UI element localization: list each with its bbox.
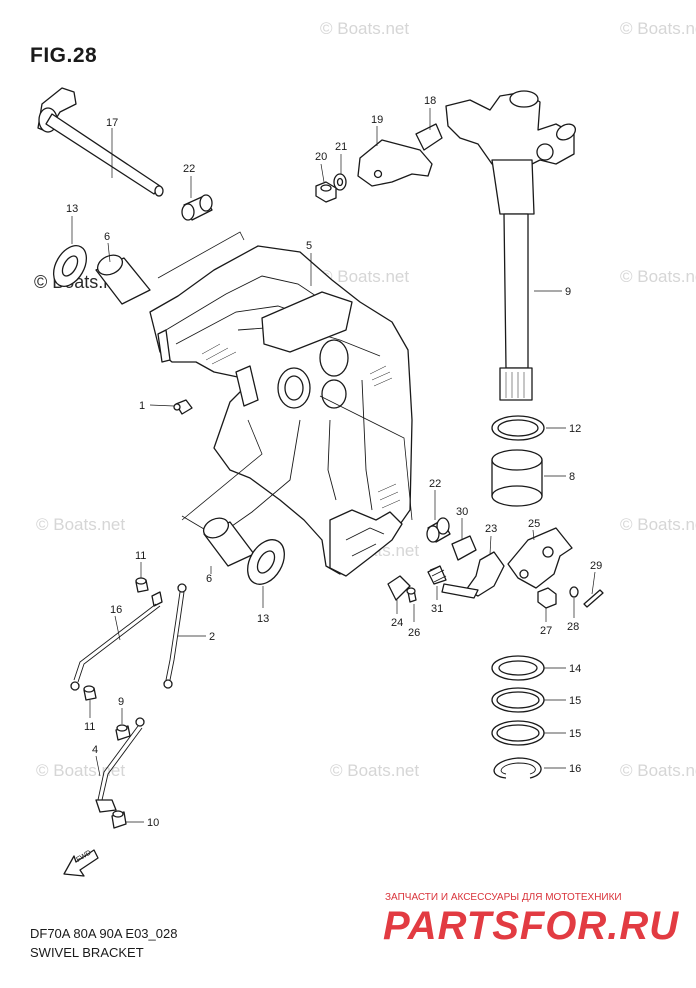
callout: 19 [371,114,383,126]
callout: 9 [565,286,571,298]
promo-tagline: ЗАПЧАСТИ И АКСЕССУАРЫ ДЛЯ МОТОТЕХНИКИ [385,892,622,903]
part-28-washer [569,586,579,598]
callout: 1 [139,400,145,412]
part-24-plate [387,575,411,601]
part-14-washer [491,687,545,713]
part-5-swivel-bracket [149,245,413,577]
watermark: © Boats.net [320,19,409,38]
part-12-o-ring [491,415,545,441]
part-29-pin [583,589,604,608]
callout: 22 [183,163,195,175]
callout: 21 [335,141,347,153]
promo-brand-logo: PARTSFOR.RU [383,904,680,948]
callout: 10 [147,817,159,829]
callout: 9 [118,696,124,708]
figure-title: FIG.28 [30,44,98,67]
callout: 6 [206,573,212,585]
callout: 11 [84,721,95,733]
part-19-nut [315,181,337,203]
callout: 20 [315,151,327,163]
callout: 12 [569,423,581,435]
part-16-circlip [493,757,542,779]
callout: 16 [569,763,581,775]
callout: 15 [569,695,581,707]
diagram-subtitle: SWIVEL BRACKET [30,945,144,960]
part-15-washer [491,655,545,681]
part-13-washer [52,245,88,287]
part-7-bushing [491,449,543,507]
callout: 18 [424,95,436,107]
callout: 8 [569,471,575,483]
watermark: © Boats.net [36,515,125,534]
part-4-ground-cable [95,717,145,813]
callout: 26 [408,627,420,639]
callout: 15 [569,728,581,740]
watermark: © Boats.net [320,267,409,286]
part-20-washer [333,173,347,191]
part-2-ground-cable [163,583,187,689]
callout: 31 [431,603,443,615]
part-21-tilt-shaft [37,87,164,197]
callout: 13 [257,613,269,625]
watermark: © Boats.net [620,267,696,286]
callout: 13 [66,203,78,215]
part-6-bushing [95,254,151,305]
part-30-spring [451,535,477,561]
callout: 25 [528,518,540,530]
callouts: 17 22 13 6 5 1 19 18 20 21 9 12 8 22 30 … [66,95,602,829]
part-18-spring [415,123,443,151]
callout: 22 [429,478,441,490]
part-6-bushing-lower [202,517,255,567]
part-8-steering-shaft [445,90,576,401]
callout: 24 [391,617,403,629]
callout: 6 [104,231,110,243]
part-25-tilt-lock-lever [507,527,573,589]
part-27-nut [537,587,557,609]
part-17-stay [357,139,433,187]
callout: 4 [92,744,98,756]
callout: 5 [306,240,312,252]
callout: 27 [540,625,552,637]
callout: 14 [569,663,581,675]
part-11-bolt-second [83,685,97,701]
part-3-ground-cable [70,591,163,691]
part-11-bolt [135,577,149,593]
callout: 30 [456,506,468,518]
model-code: DF70A 80A 90A E03_028 [30,926,178,941]
watermark: © Boats.net [620,515,696,534]
forward-arrow-icon: FWD [63,849,99,877]
part-9-bolt [115,724,131,741]
part-31-spring [427,565,447,585]
part-26-bolt [406,587,417,603]
callout: 17 [106,117,118,129]
callout: 28 [567,621,579,633]
bracket-hatch [201,343,401,509]
watermark: © Boats.net [620,19,696,38]
part-22-bush-lower [426,517,451,543]
watermark: © Boats.net [620,761,696,780]
part-14-washer-second [491,720,545,746]
part-1-grease-nipple [173,399,193,415]
part-13-washer-lower [247,539,285,585]
watermark: © Boats.net [36,761,125,780]
part-10-bolt [111,810,127,829]
callout: 2 [209,631,215,643]
part-23-tilt-lock-lever [441,551,505,599]
part-22-bush [181,194,213,221]
callout: 29 [590,560,602,572]
watermark: © Boats.net [330,761,419,780]
callout: 16 [110,604,122,616]
callout: 23 [485,523,497,535]
callout: 11 [135,550,146,562]
